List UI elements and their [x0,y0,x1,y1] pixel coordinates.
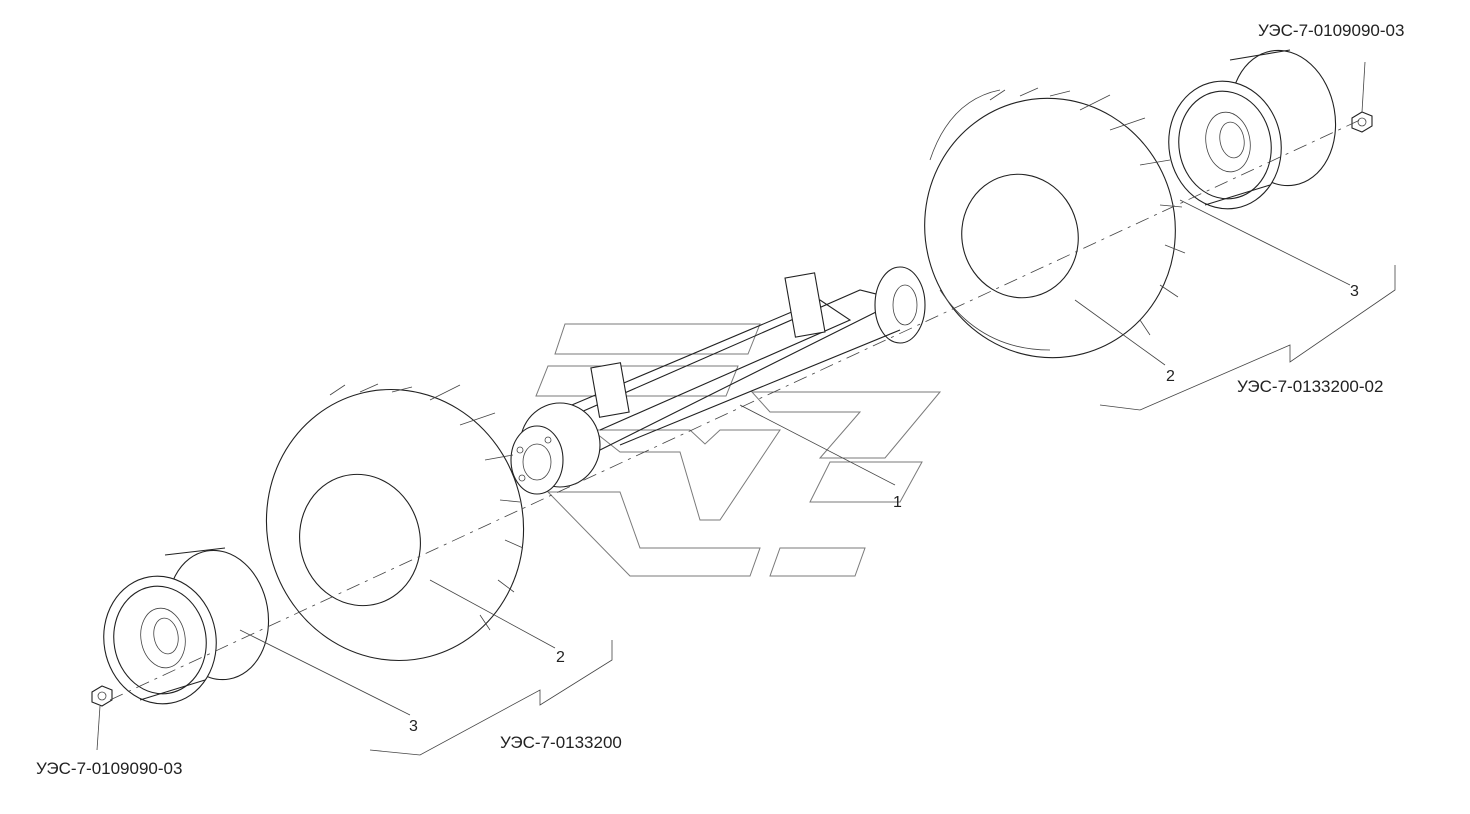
callout-3-left: 3 [409,718,418,735]
rim-left [103,547,270,705]
assembly-code-left: УЭС-7-0133200 [500,733,622,752]
tire-right [924,87,1186,359]
callout-2-left: 2 [556,649,565,666]
tire-left [265,383,525,662]
callout-2-right: 2 [1166,368,1175,385]
callout-3-right: 3 [1350,283,1359,300]
watermark-logo [535,323,942,577]
assembly-bracket-left [369,640,613,756]
assembly-bracket-right [1099,265,1396,411]
nut-left [91,685,113,751]
part-code-top-right: УЭС-7-0109090-03 [1258,21,1405,40]
part-code-bottom-left: УЭС-7-0109090-03 [36,759,183,778]
centerline [109,119,1361,701]
axle-assembly [510,266,926,495]
callout-1: 1 [893,494,902,511]
assembly-code-right: УЭС-7-0133200-02 [1237,377,1384,396]
nut-right [1351,61,1373,133]
leader-lines [239,199,1351,716]
rim-right [1168,49,1337,210]
